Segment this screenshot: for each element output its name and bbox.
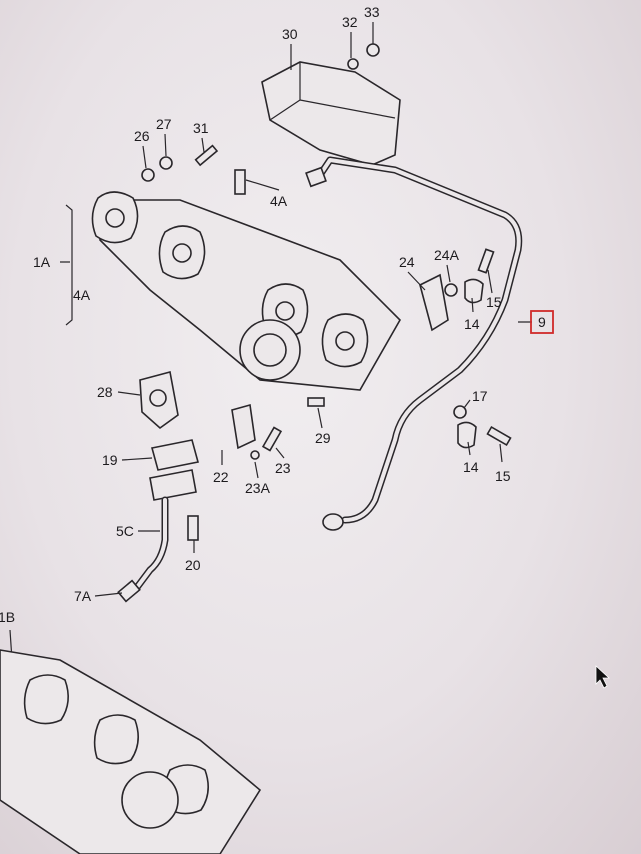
label-20: 20	[185, 557, 201, 573]
label-15-top: 15	[486, 294, 502, 310]
label-4a-top: 4A	[270, 193, 288, 209]
label-1b: 1B	[0, 609, 15, 625]
oil-feed-pipe	[305, 156, 523, 531]
label-4a-left: 4A	[73, 287, 91, 303]
label-22: 22	[213, 469, 229, 485]
highlight-box-9[interactable]	[530, 310, 554, 334]
heat-shield-edges	[269, 62, 396, 121]
label-29: 29	[315, 430, 331, 446]
label-5c: 5C	[116, 523, 134, 539]
label-9[interactable]: 9	[538, 314, 546, 330]
label-17: 17	[472, 388, 488, 404]
label-23a: 23A	[245, 480, 271, 496]
label-7a: 7A	[74, 588, 92, 604]
flange	[149, 469, 197, 501]
bracket-24	[419, 273, 449, 332]
manifold-1b	[0, 649, 262, 854]
label-33: 33	[364, 4, 380, 20]
label-15-bottom: 15	[495, 468, 511, 484]
label-30: 30	[282, 26, 298, 42]
mouse-cursor-icon	[595, 665, 611, 689]
clamp-14	[457, 421, 477, 449]
gasket-19	[151, 439, 199, 471]
clamp-14-upper	[464, 278, 484, 304]
label-26: 26	[134, 128, 150, 144]
bracket-22	[231, 403, 256, 450]
label-24a: 24A	[434, 247, 460, 263]
label-27: 27	[156, 116, 172, 132]
heat-shield	[261, 61, 401, 166]
label-31: 31	[193, 120, 209, 136]
label-32: 32	[342, 14, 358, 30]
label-19: 19	[102, 452, 118, 468]
label-14-bottom: 14	[463, 459, 479, 475]
label-23: 23	[275, 460, 291, 476]
leader-lines	[9, 22, 532, 661]
label-28: 28	[97, 384, 113, 400]
label-1a: 1A	[33, 254, 51, 270]
label-24: 24	[399, 254, 415, 270]
label-14-top: 14	[464, 316, 480, 332]
exhaust-manifold	[91, 191, 401, 391]
return-pipe	[131, 496, 169, 594]
